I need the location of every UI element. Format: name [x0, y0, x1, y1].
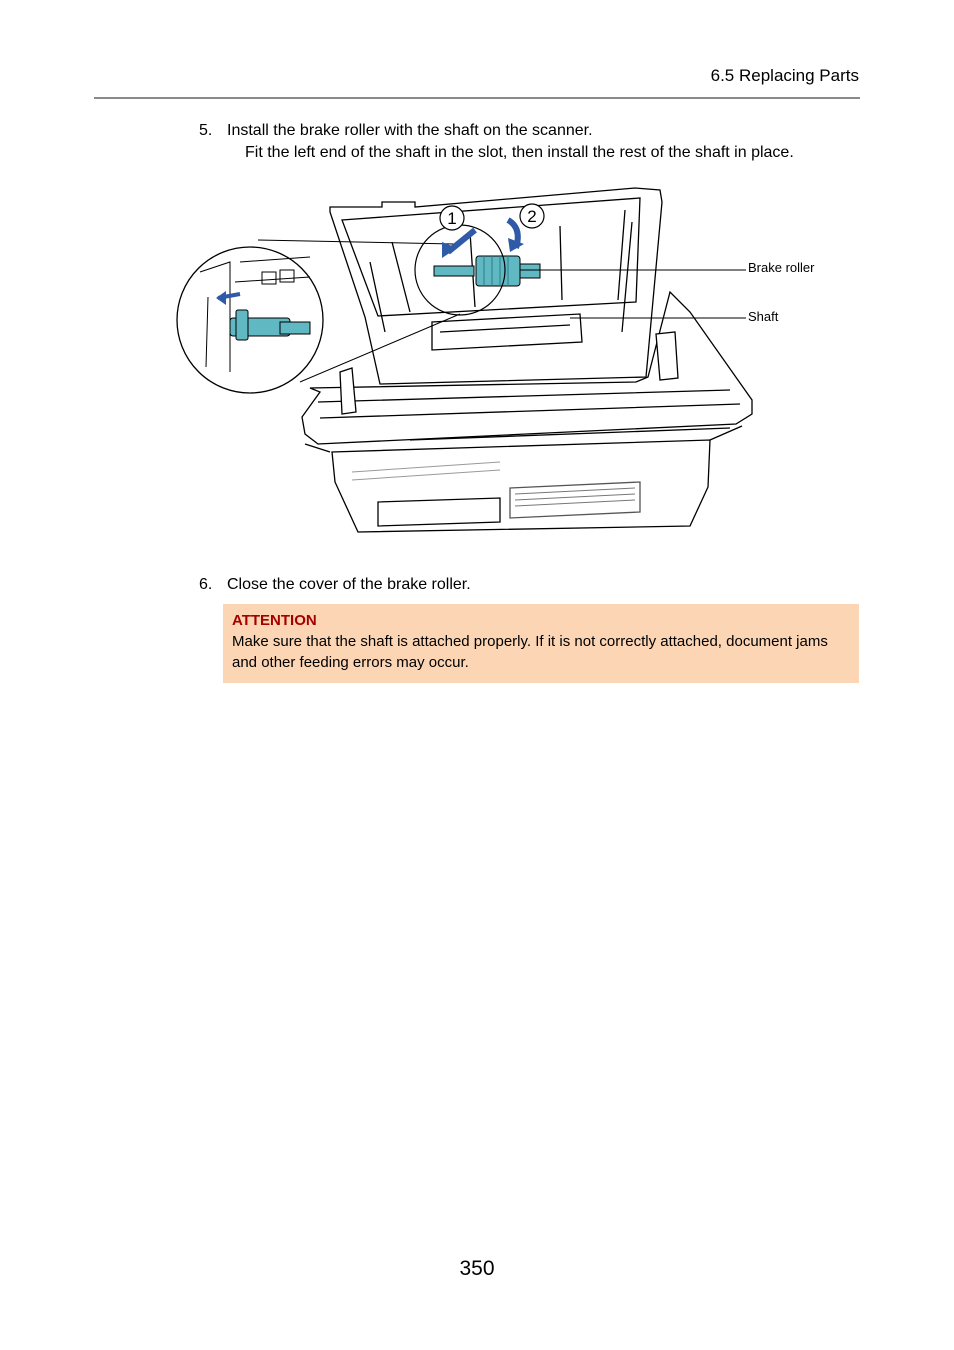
step-text: Install the brake roller with the shaft … [227, 122, 593, 139]
step-number: 6. [199, 576, 213, 593]
magnified-inset [176, 239, 461, 394]
step-5: 5. Install the brake roller with the shaf… [199, 120, 593, 141]
attention-box: ATTENTION Make sure that the shaft is at… [223, 604, 859, 683]
section-title: 6.5 Replacing Parts [710, 66, 859, 85]
step-marker-1: 1 [439, 205, 465, 231]
step-5-detail: Fit the left end of the shaft in the slo… [245, 144, 794, 161]
page-number: 350 [459, 1257, 495, 1280]
attention-body: Make sure that the shaft is attached pro… [232, 633, 828, 671]
brake-roller-callout: Brake roller [748, 260, 815, 275]
step-text: Close the cover of the brake roller. [227, 576, 471, 593]
marker-2-label: 2 [527, 207, 536, 226]
attention-title: ATTENTION [232, 612, 317, 629]
step-number: 5. [199, 122, 213, 139]
step-marker-2: 2 [519, 203, 545, 229]
scanner-illustration: 1 2 Brake roller Shaft [170, 182, 860, 542]
shaft-callout: Shaft [748, 309, 779, 324]
brake-roller-part [433, 255, 541, 287]
step-6: 6. Close the cover of the brake roller. [199, 574, 471, 595]
scanner-drawing: 1 2 [176, 187, 753, 533]
marker-1-label: 1 [447, 209, 456, 228]
header-divider [94, 97, 860, 99]
